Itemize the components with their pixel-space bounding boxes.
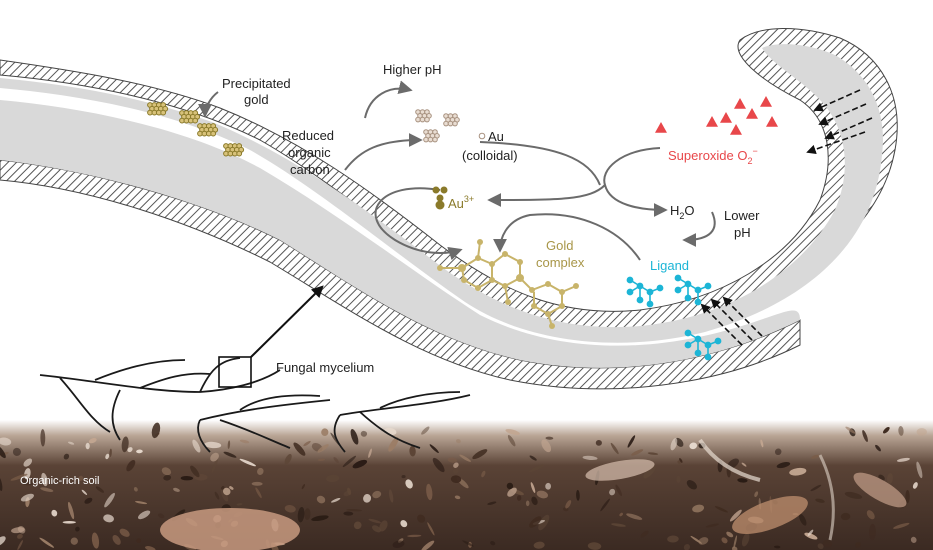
colloid-cluster xyxy=(443,113,460,127)
arrow-au3-loop xyxy=(374,187,463,261)
gold-cluster xyxy=(223,143,245,157)
fungal-mycelium-label: Fungal mycelium xyxy=(276,360,374,375)
ligand-molecule xyxy=(626,276,664,308)
au-colloidal-label-1: Au xyxy=(488,129,504,144)
au3-ions xyxy=(432,186,448,210)
arrow-ligand-to-complex xyxy=(493,213,641,261)
arrow-higher-ph xyxy=(364,80,413,119)
superoxide-triangle xyxy=(760,96,772,107)
gold-cluster xyxy=(179,110,201,124)
zoom-arrow xyxy=(250,285,324,358)
colloid-cluster xyxy=(423,129,440,143)
ligand-molecules xyxy=(626,274,722,361)
soil-background xyxy=(0,420,933,550)
h2o-label: H2O xyxy=(670,203,695,221)
hypha xyxy=(0,28,898,390)
zoom-box xyxy=(218,356,252,388)
arrow-reduced-carbon xyxy=(344,133,423,171)
colloidal-au-clusters xyxy=(415,109,460,143)
lower-ph-label-2: pH xyxy=(734,225,751,240)
colloid-dot xyxy=(478,132,486,140)
reduced-carbon-label-3: carbon xyxy=(290,162,330,177)
precipitated-gold-label-1: Precipitated xyxy=(222,76,291,91)
lower-ph-label-1: Lower xyxy=(724,208,760,223)
superoxide-triangle xyxy=(730,124,742,135)
hypha-lumen-lower xyxy=(0,100,800,368)
text-labels: Precipitated gold Higher pH Reduced orga… xyxy=(222,62,760,375)
au-colloidal-label-2: (colloidal) xyxy=(462,148,518,163)
gold-cluster xyxy=(147,102,169,116)
arrow-lower-ph xyxy=(682,211,716,247)
superoxide-triangle xyxy=(655,122,667,133)
ligand-label: Ligand xyxy=(650,258,689,273)
hypha-wall-lower xyxy=(0,159,801,390)
superoxide-triangles xyxy=(655,96,778,135)
precipitated-gold-clusters xyxy=(147,102,245,157)
gold-complex-atoms xyxy=(437,239,579,329)
gold-complex-label-2: complex xyxy=(536,255,585,270)
gold-cluster xyxy=(197,123,219,137)
superoxide-triangle xyxy=(706,116,718,127)
arrow-to-colloid xyxy=(479,141,601,186)
higher-ph-label: Higher pH xyxy=(383,62,442,77)
zoom-indicator xyxy=(218,285,324,388)
superoxide-triangle xyxy=(734,98,746,109)
precipitated-gold-label-2: gold xyxy=(244,92,269,107)
hypha-lumen xyxy=(0,44,883,343)
mycelium-network xyxy=(39,357,471,453)
influx-arrows xyxy=(700,89,873,346)
superoxide-triangle xyxy=(720,112,732,123)
colloid-cluster xyxy=(415,109,432,123)
superoxide-label: Superoxide O2− xyxy=(668,146,758,166)
ligand-molecule xyxy=(684,329,722,361)
reduced-carbon-label-2: organic xyxy=(288,145,331,160)
ligand-molecule xyxy=(674,274,712,306)
gold-complex-label-1: Gold xyxy=(546,238,573,253)
au3-label: Au3+ xyxy=(448,194,474,211)
arrow-precipitate xyxy=(198,91,219,118)
reaction-arrows xyxy=(198,80,716,261)
reduced-carbon-label-1: Reduced xyxy=(282,128,334,143)
arrow-cross-1 xyxy=(603,147,668,217)
soil-label: Organic-rich soil xyxy=(20,475,99,487)
superoxide-triangle xyxy=(766,116,778,127)
superoxide-triangle xyxy=(746,108,758,119)
arrow-to-au3 xyxy=(487,184,606,207)
